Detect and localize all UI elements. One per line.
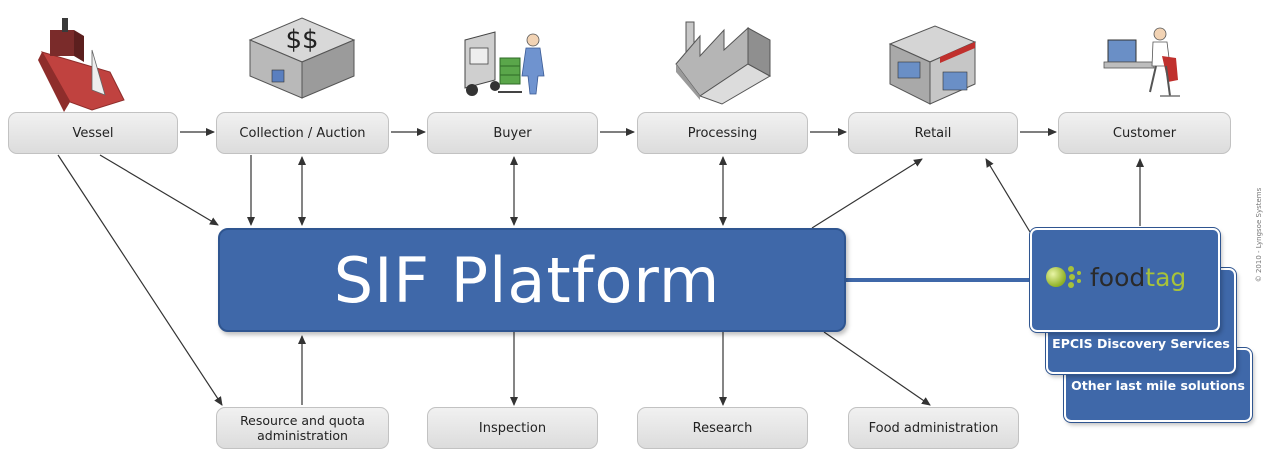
node-vessel[interactable]: Vessel [8, 112, 178, 154]
node-customer-label: Customer [1112, 125, 1177, 141]
foodtag-logo: foodtag [1044, 260, 1186, 294]
connector-lines [57, 128, 1144, 406]
factory-icon [675, 21, 772, 105]
card-foodtag[interactable]: foodtag [1029, 227, 1221, 333]
card-lastmile-label: Other last mile solutions [1071, 378, 1245, 393]
copyright-note: © 2010 - Lyngsoe Systems [1255, 187, 1263, 283]
node-food-administration[interactable]: Food administration [848, 407, 1019, 449]
node-inspection[interactable]: Inspection [427, 407, 598, 449]
node-buyer-label: Buyer [493, 125, 532, 141]
foodtag-dots-icon [1046, 266, 1081, 288]
node-resource-quota[interactable]: Resource and quota administration [216, 407, 389, 449]
card-epcis-label: EPCIS Discovery Services [1052, 336, 1230, 351]
store-icon [888, 25, 977, 105]
node-research-label: Research [692, 420, 753, 436]
node-collection-label: Collection / Auction [239, 125, 366, 141]
node-customer[interactable]: Customer [1058, 112, 1231, 154]
node-collection-auction[interactable]: Collection / Auction [216, 112, 389, 154]
node-inspection-label: Inspection [478, 420, 547, 436]
forklift-buyer-icon [464, 31, 545, 96]
foodtag-wordmark: foodtag [1090, 263, 1186, 292]
node-vessel-label: Vessel [72, 125, 114, 141]
node-processing[interactable]: Processing [637, 112, 808, 154]
node-retail[interactable]: Retail [848, 112, 1018, 154]
node-retail-label: Retail [914, 125, 952, 141]
auction-house-icon: $$ [248, 17, 356, 99]
node-resource-label: Resource and quota administration [240, 413, 365, 443]
node-buyer[interactable]: Buyer [427, 112, 598, 154]
sif-platform-label: SIF Platform [333, 243, 721, 317]
ship-icon [38, 18, 125, 112]
sif-platform-box[interactable]: SIF Platform [218, 228, 846, 332]
foodtag-word-tag: tag [1145, 262, 1187, 292]
node-foodadmin-label: Food administration [868, 420, 999, 436]
node-research[interactable]: Research [637, 407, 808, 449]
node-processing-label: Processing [687, 125, 758, 141]
computer-user-icon [1103, 27, 1180, 97]
foodtag-word-food: food [1090, 262, 1146, 292]
svg-text:$$: $$ [285, 25, 318, 55]
